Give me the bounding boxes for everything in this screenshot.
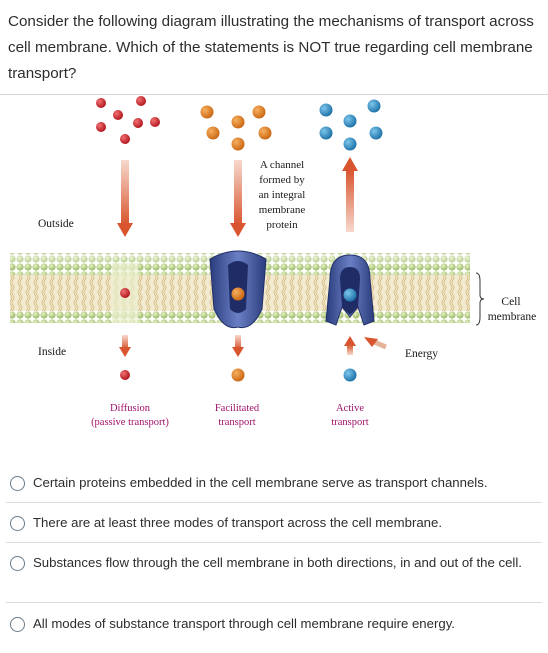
facilitated-particles-outside bbox=[200, 105, 272, 151]
svg-text:protein: protein bbox=[266, 219, 298, 231]
active-transport-label: transport bbox=[331, 417, 368, 428]
svg-text:formed by: formed by bbox=[259, 174, 305, 186]
radio-button-1[interactable] bbox=[10, 476, 25, 491]
option-3-text: Substances flow through the cell membran… bbox=[33, 555, 522, 570]
facilitated-arrow bbox=[230, 160, 246, 237]
option-2-text: There are at least three modes of transp… bbox=[33, 515, 443, 530]
active-inside bbox=[343, 336, 357, 382]
cell-membrane-bracket: Cell membrane bbox=[475, 272, 537, 326]
option-4[interactable]: All modes of substance transport through… bbox=[0, 603, 548, 643]
radio-button-4[interactable] bbox=[10, 617, 25, 632]
radio-button-2[interactable] bbox=[10, 516, 25, 531]
answer-options: Certain proteins embedded in the cell me… bbox=[0, 463, 548, 643]
facilitated-label: Facilitated bbox=[215, 403, 260, 414]
option-3[interactable]: Substances flow through the cell membran… bbox=[0, 543, 548, 602]
option-divider bbox=[6, 602, 542, 603]
option-divider bbox=[6, 542, 542, 543]
diffusion-particle-in-membrane bbox=[120, 288, 130, 298]
question-divider bbox=[0, 94, 548, 95]
svg-text:Cell: Cell bbox=[501, 296, 520, 308]
radio-button-3[interactable] bbox=[10, 556, 25, 571]
energy-indicator: Energy bbox=[364, 337, 438, 360]
svg-text:Energy: Energy bbox=[405, 348, 438, 360]
carrier-protein bbox=[325, 254, 375, 326]
option-1-text: Certain proteins embedded in the cell me… bbox=[33, 475, 488, 490]
outside-label: Outside bbox=[38, 218, 74, 230]
svg-text:an integral: an integral bbox=[259, 189, 306, 201]
inside-label: Inside bbox=[38, 346, 66, 358]
question-text: Consider the following diagram illustrat… bbox=[8, 13, 534, 82]
membrane-transport-diagram: A channel formed by an integral membrane… bbox=[0, 95, 548, 435]
passive-label: (passive transport) bbox=[91, 417, 169, 428]
channel-label: A channel formed by an integral membrane… bbox=[259, 159, 306, 231]
active-arrow bbox=[342, 157, 358, 232]
svg-text:membrane: membrane bbox=[488, 311, 537, 323]
diffusion-inside bbox=[119, 335, 131, 380]
option-divider bbox=[6, 502, 542, 503]
diffusion-label: Diffusion bbox=[110, 403, 151, 414]
option-4-text: All modes of substance transport through… bbox=[33, 616, 455, 631]
option-1[interactable]: Certain proteins embedded in the cell me… bbox=[0, 463, 548, 502]
active-particles-outside bbox=[319, 99, 383, 151]
facilitated-transport-label: transport bbox=[218, 417, 255, 428]
svg-text:A channel: A channel bbox=[260, 159, 304, 171]
facilitated-inside bbox=[231, 335, 245, 382]
active-label: Active bbox=[336, 403, 364, 414]
diffusion-particles-outside bbox=[96, 96, 160, 144]
diffusion-arrow bbox=[117, 160, 133, 237]
channel-protein bbox=[209, 250, 267, 329]
option-2[interactable]: There are at least three modes of transp… bbox=[0, 503, 548, 542]
svg-text:membrane: membrane bbox=[259, 204, 306, 216]
